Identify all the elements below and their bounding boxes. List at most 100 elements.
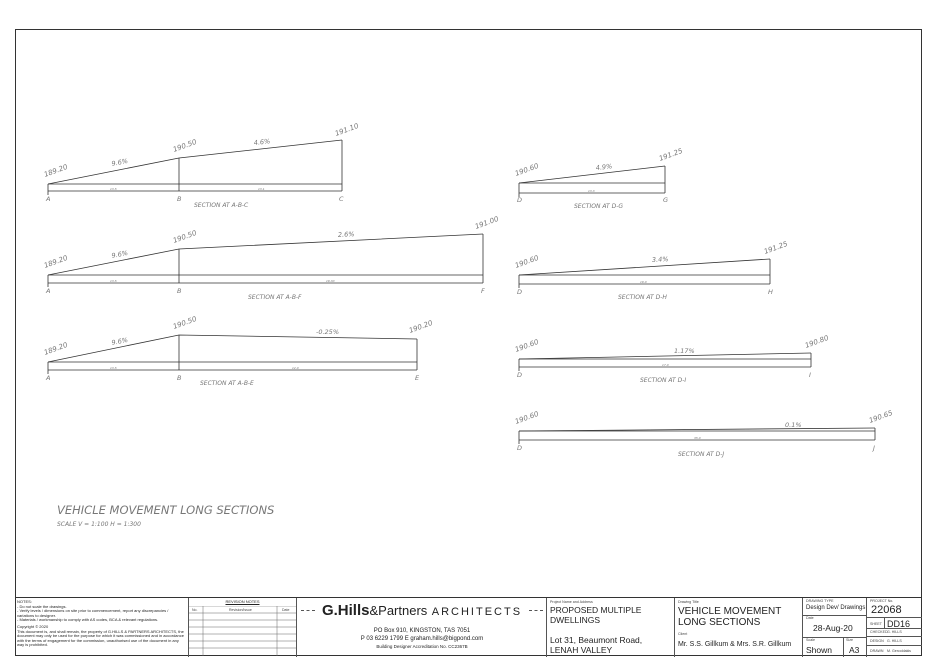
date: 28-Aug-20 xyxy=(813,623,853,633)
sheet-divider xyxy=(884,618,885,628)
grade-label: -0.25% xyxy=(316,328,339,336)
dim-label: 13.1 xyxy=(258,187,265,191)
level-label: 190.65 xyxy=(868,409,894,425)
level-label: 190.60 xyxy=(514,254,540,270)
section-d-h-profile xyxy=(518,258,771,288)
point-label: D xyxy=(517,196,522,204)
drawn: M. Gercoldakis xyxy=(887,649,911,653)
dim-label: 17.0 xyxy=(662,363,669,367)
project-label: Project Name and Address xyxy=(550,600,593,604)
point-label: B xyxy=(177,195,182,203)
logo-rule-right xyxy=(529,610,544,612)
section-caption: SECTION AT A-B-E xyxy=(200,380,254,387)
firm-name-partners: &Partners xyxy=(369,603,428,618)
grade-label: 9.6% xyxy=(111,336,129,347)
sheet-number: DD16 xyxy=(887,619,911,629)
dim-label: 13.3 xyxy=(588,189,595,193)
notes-heading: NOTES: xyxy=(17,599,32,604)
sheet-panel: PROJECT No. 22068 SHEET DD16 CHECKED G. … xyxy=(867,598,922,657)
level-label: 190.50 xyxy=(172,229,198,245)
note-line: - Do not scale the drawings. xyxy=(17,603,67,609)
level-label: 189.20 xyxy=(43,341,69,357)
point-label: G xyxy=(663,196,668,204)
dim-label: 35.0 xyxy=(694,436,701,440)
level-label: 191.25 xyxy=(763,240,789,256)
client-name: Mr. S.S. Gillkum & Mrs. S.R. Gillkum xyxy=(678,641,792,648)
drawing-type-label: DRAWING TYPE xyxy=(806,599,834,603)
drawing-scale-note: SCALE V = 1:100 H = 1:300 xyxy=(57,521,141,528)
level-label: 190.50 xyxy=(172,138,198,154)
firm-logo: G.Hills&Partners ARCHITECTS xyxy=(297,602,546,620)
point-label: H xyxy=(768,288,773,296)
section-caption: SECTION AT D-J xyxy=(678,451,724,458)
point-label: D xyxy=(517,444,522,452)
section-caption: SECTION AT A-B-F xyxy=(248,294,302,301)
point-label: I xyxy=(809,371,811,379)
level-label: 190.60 xyxy=(514,410,540,426)
section-caption: SECTION AT D-I xyxy=(640,377,686,384)
firm-address: PO Box 910, KINGSTON, TAS 7051 xyxy=(373,628,471,634)
section-d-j-profile xyxy=(518,427,876,444)
firm-name-architects: ARCHITECTS xyxy=(431,606,523,618)
firm-contact: P 03 6229 1799 E graham.hills@bigpond.co… xyxy=(360,636,484,642)
sheet-divider xyxy=(867,645,922,646)
level-label: 190.50 xyxy=(172,315,198,331)
size-label: Size xyxy=(846,638,853,642)
drawing-title-panel: Drawing Title VEHICLE MOVEMENT LONG SECT… xyxy=(675,598,803,657)
grade-label: 3.4% xyxy=(652,255,669,264)
firm-name-bold: G.Hills xyxy=(321,602,370,619)
sheet-label: SHEET xyxy=(870,622,882,626)
title-block: NOTES: - Do not scale the drawings. - Ve… xyxy=(15,597,922,657)
drawn-label: DRAWN xyxy=(870,649,884,653)
size: A3 xyxy=(849,645,860,655)
dim-label: 13.5 xyxy=(110,366,117,370)
grade-label: 4.6% xyxy=(253,137,270,147)
revision-table: No. Revision/Issue Date xyxy=(189,606,296,656)
info-panel: DRAWING TYPE Design Dev/ Drawings Date 2… xyxy=(803,598,867,657)
rev-col-date: Date xyxy=(282,608,289,612)
section-caption: SECTION AT A-B-C xyxy=(194,202,249,209)
project-address-1: Lot 31, Beaumont Road, xyxy=(550,635,643,645)
copyright-text: This document is, and shall remain, the … xyxy=(17,628,184,648)
dim-label: 12.0 xyxy=(292,366,299,370)
dim-label: 13.5 xyxy=(110,279,117,283)
section-d-g-profile xyxy=(518,165,666,197)
level-label: 191.10 xyxy=(334,122,360,138)
dim-label: 13.5 xyxy=(110,187,117,191)
project-panel: Project Name and Address PROPOSED MULTIP… xyxy=(547,598,675,657)
section-caption: SECTION AT D-H xyxy=(618,294,667,301)
revision-heading: REVISION NOTES xyxy=(225,599,260,604)
grade-label: 9.6% xyxy=(111,157,129,168)
section-d-i-profile xyxy=(518,352,812,371)
drawing-title: VEHICLE MOVEMENT LONG SECTIONS xyxy=(678,606,782,628)
level-label: 190.60 xyxy=(514,162,540,178)
level-label: 191.25 xyxy=(658,147,684,163)
point-label: B xyxy=(177,287,182,295)
level-label: 189.20 xyxy=(43,254,69,270)
section-a-b-f-profile xyxy=(47,233,484,287)
point-label: B xyxy=(177,374,182,382)
design-label: DESIGN xyxy=(870,639,884,643)
drawing-type: Design Dev/ Drawings xyxy=(806,605,866,611)
level-label: 191.00 xyxy=(474,215,500,231)
dim-label: 19.30 xyxy=(326,279,335,283)
logo-rule-left xyxy=(300,610,315,612)
point-label: E xyxy=(415,374,420,382)
level-label: 190.20 xyxy=(408,319,434,335)
level-label: 189.20 xyxy=(43,163,69,179)
level-label: 190.60 xyxy=(514,338,540,354)
firm-accreditation: Building Designer Accreditation No. CC23… xyxy=(376,644,468,649)
point-label: C xyxy=(339,195,344,203)
grade-label: 4.9% xyxy=(595,162,612,172)
grade-label: 2.6% xyxy=(338,230,355,239)
section-a-b-c-profile xyxy=(47,139,343,195)
drawing-title-label: Drawing Title xyxy=(678,600,699,604)
dim-label: 19.0 xyxy=(640,280,647,284)
rev-col-issue: Revision/Issue xyxy=(229,608,252,612)
revision-panel: REVISION NOTES No. Revision/Issue Date xyxy=(189,598,297,657)
section-caption: SECTION AT D-G xyxy=(574,203,623,210)
info-divider xyxy=(803,615,866,616)
scale-label: Scale xyxy=(806,638,815,642)
sheet-divider xyxy=(867,636,922,637)
